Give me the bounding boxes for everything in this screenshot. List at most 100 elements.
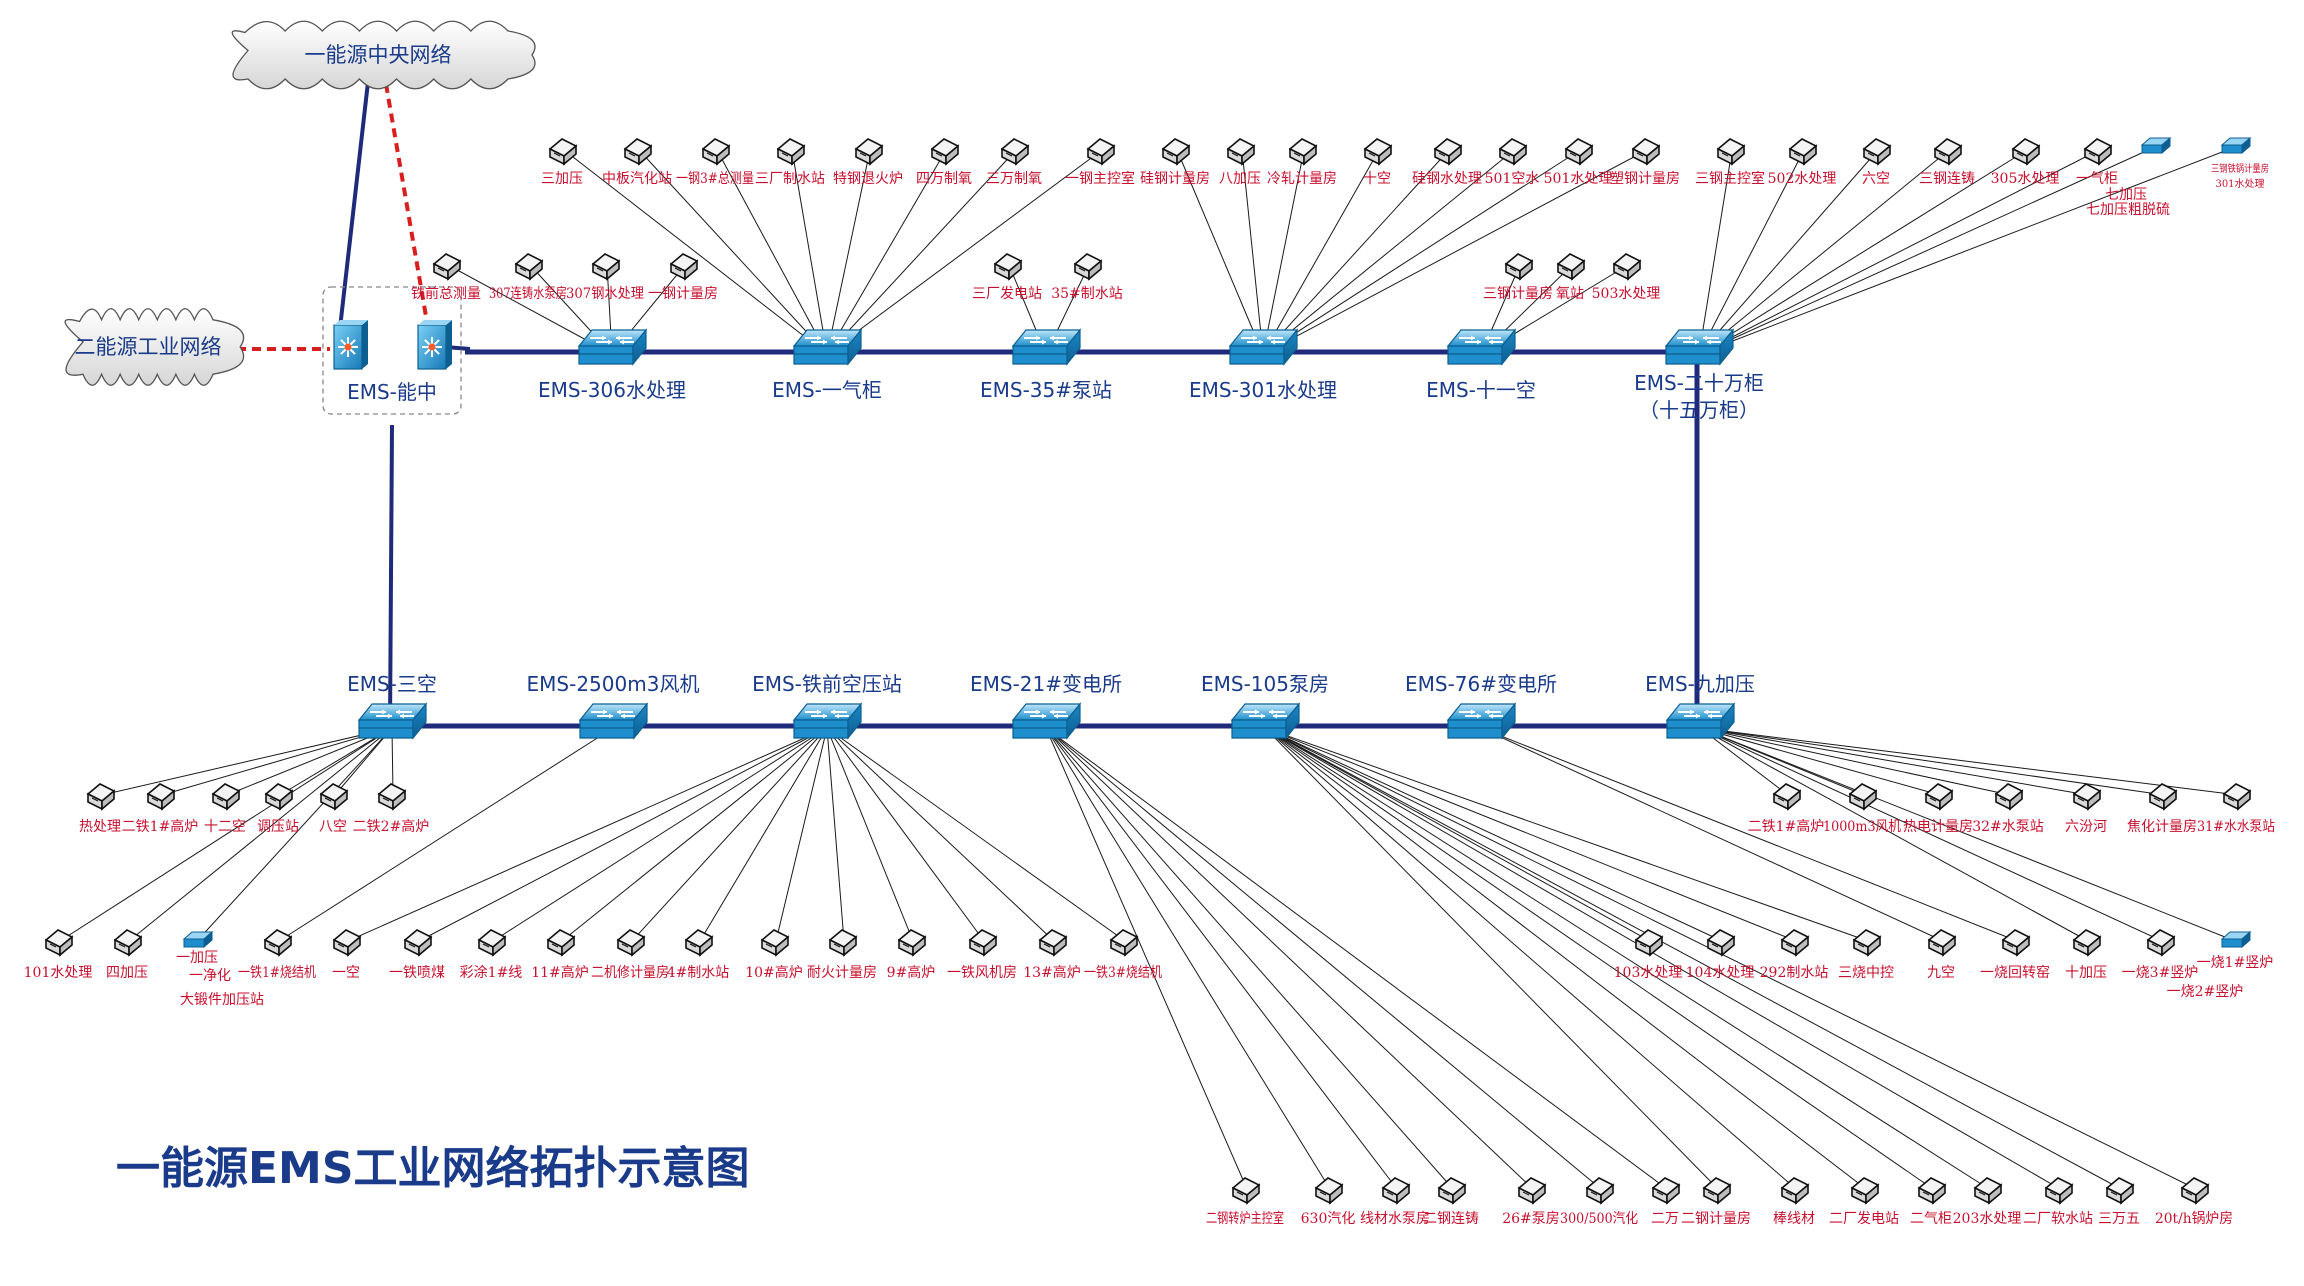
bottom-switch-5[interactable] <box>1230 702 1301 740</box>
row3-host-icon <box>1702 1177 1732 1205</box>
row3-host-icon <box>2180 1177 2210 1205</box>
row3-host-icon <box>1780 1177 1810 1205</box>
top-host-icon <box>776 138 806 166</box>
host-link <box>563 149 828 355</box>
row2-right-host-label: 九空 <box>1927 965 1955 981</box>
sub-306-host-icon <box>669 253 699 281</box>
top-host-icon <box>1086 138 1116 166</box>
top-switch-2[interactable] <box>792 328 863 366</box>
row3-host-label: 二钢连铸 <box>1423 1211 1479 1227</box>
row2-host-icon <box>332 929 362 957</box>
top-host-label: 特钢退火炉 <box>833 171 903 187</box>
host-link <box>1262 149 1515 355</box>
core-downlink <box>388 424 394 727</box>
row2-right-host-icon <box>1706 929 1736 957</box>
row2-right-host-label: 一烧3#竖炉 <box>2122 965 2199 981</box>
core-switch-a[interactable] <box>333 320 368 370</box>
top-switch-4[interactable] <box>1228 328 1299 366</box>
host-link <box>334 727 393 796</box>
top-extra-label: 七加压粗脱硫 <box>2086 202 2170 218</box>
sub-11-host-icon <box>1504 253 1534 281</box>
top-host-icon <box>623 138 653 166</box>
row3-host-icon <box>2044 1177 2074 1205</box>
row1-right-host-icon <box>1848 783 1878 811</box>
host-link <box>1698 149 2100 355</box>
row2-host-label: 一铁喷煤 <box>389 965 445 981</box>
bottom-switch-2[interactable] <box>578 702 649 740</box>
row2-right-host-icon <box>1927 929 1957 957</box>
sub-11-host-label: 氧站 <box>1556 286 1584 302</box>
row1-host-icon <box>86 783 116 811</box>
row1-right-host-label: 六汾河 <box>2065 819 2107 835</box>
top-switch-5[interactable] <box>1446 328 1517 366</box>
top-switch-6[interactable] <box>1664 328 1735 366</box>
top-host-label: 塑钢计量房 <box>1610 171 1680 187</box>
top-switch-3[interactable] <box>1011 328 1082 366</box>
host-link <box>1264 727 1934 1190</box>
bottom-switch-6[interactable] <box>1446 702 1517 740</box>
small-switch-icon <box>2220 136 2252 155</box>
host-link <box>226 727 393 796</box>
host-link <box>826 727 1126 942</box>
bottom-switch-1[interactable] <box>357 702 428 740</box>
host-link <box>1698 149 2028 355</box>
top-host-label: 一气柜 <box>2076 171 2118 187</box>
row2-right-sub-label: 一烧1#竖炉 <box>2197 955 2274 971</box>
row2-host-label: 9#高炉 <box>887 964 936 981</box>
sub-306-host-label: 铁前总测量 <box>411 285 481 302</box>
top-switch-label: EMS-35#泵站 <box>980 378 1112 402</box>
bottom-switch-7[interactable] <box>1665 702 1736 740</box>
row3-host-icon <box>1231 1177 1261 1205</box>
core-switch-b[interactable] <box>417 320 452 370</box>
host-link <box>391 727 394 796</box>
row1-right-host-icon <box>2222 783 2252 811</box>
sub-35-host-label: 35#制水站 <box>1051 286 1123 302</box>
top-host-label: 305水处理 <box>1991 171 2060 187</box>
row2-right-host-label: 十加压 <box>2065 965 2107 981</box>
row3-host-icon <box>1437 1177 1467 1205</box>
host-link <box>1264 727 2197 1190</box>
host-link <box>638 149 828 355</box>
host-link <box>826 149 1103 355</box>
row2-host-label: 11#高炉 <box>531 964 589 981</box>
host-link <box>1698 149 1879 355</box>
row2-host-label: 彩涂1#线 <box>460 965 523 981</box>
top-switch-sublabel: （十五万柜） <box>1639 398 1759 422</box>
sub-11-host-label: 三钢计量房 <box>1483 286 1553 302</box>
row1-host-label: 二铁1#高炉 <box>122 818 199 835</box>
host-link <box>1045 727 1248 1190</box>
row2-right-sub-label: 一烧2#竖炉 <box>2167 984 2244 1000</box>
host-link <box>128 727 393 942</box>
bottom-switch-label: EMS-105泵房 <box>1201 672 1329 696</box>
host-link <box>1698 149 1950 355</box>
labels-layer: 三加压中板汽化站一钢3#总测量三厂制水站特钢退火炉四万制氧三万制氧一钢主控室硅钢… <box>24 43 2275 1227</box>
bottom-switch-3[interactable] <box>792 702 863 740</box>
row2-host-icon <box>546 929 576 957</box>
host-link <box>492 727 828 942</box>
row2-right-host-icon <box>2072 929 2102 957</box>
host-link <box>1045 727 1331 1190</box>
row3-host-icon <box>1585 1177 1615 1205</box>
host-link <box>1480 727 2018 942</box>
host-link <box>161 727 393 796</box>
host-link <box>101 727 393 796</box>
top-host-icon <box>1000 138 1030 166</box>
row1-right-host-label: 31#水水泵站 <box>2197 819 2275 835</box>
host-link <box>1698 149 1733 355</box>
row2-host-icon <box>403 929 433 957</box>
row3-host-icon <box>1917 1177 1947 1205</box>
host-link <box>791 149 828 355</box>
row2-right-host-label: 一烧回转窑 <box>1980 964 2050 981</box>
row2-sub-label: 一净化 <box>189 968 231 984</box>
host-link <box>826 149 947 355</box>
host-link <box>1699 727 2011 796</box>
bottom-switch-4[interactable] <box>1011 702 1082 740</box>
top-switch-1[interactable] <box>577 328 648 366</box>
host-link <box>418 727 828 942</box>
top-host-label: 501空水 <box>1485 171 1540 187</box>
host-link <box>1264 727 1723 942</box>
row2-host-label: 一铁1#烧结机 <box>238 965 316 981</box>
host-link <box>347 727 828 942</box>
top-host-label: 三钢主控室 <box>1695 170 1765 187</box>
host-link <box>1264 727 2061 1190</box>
